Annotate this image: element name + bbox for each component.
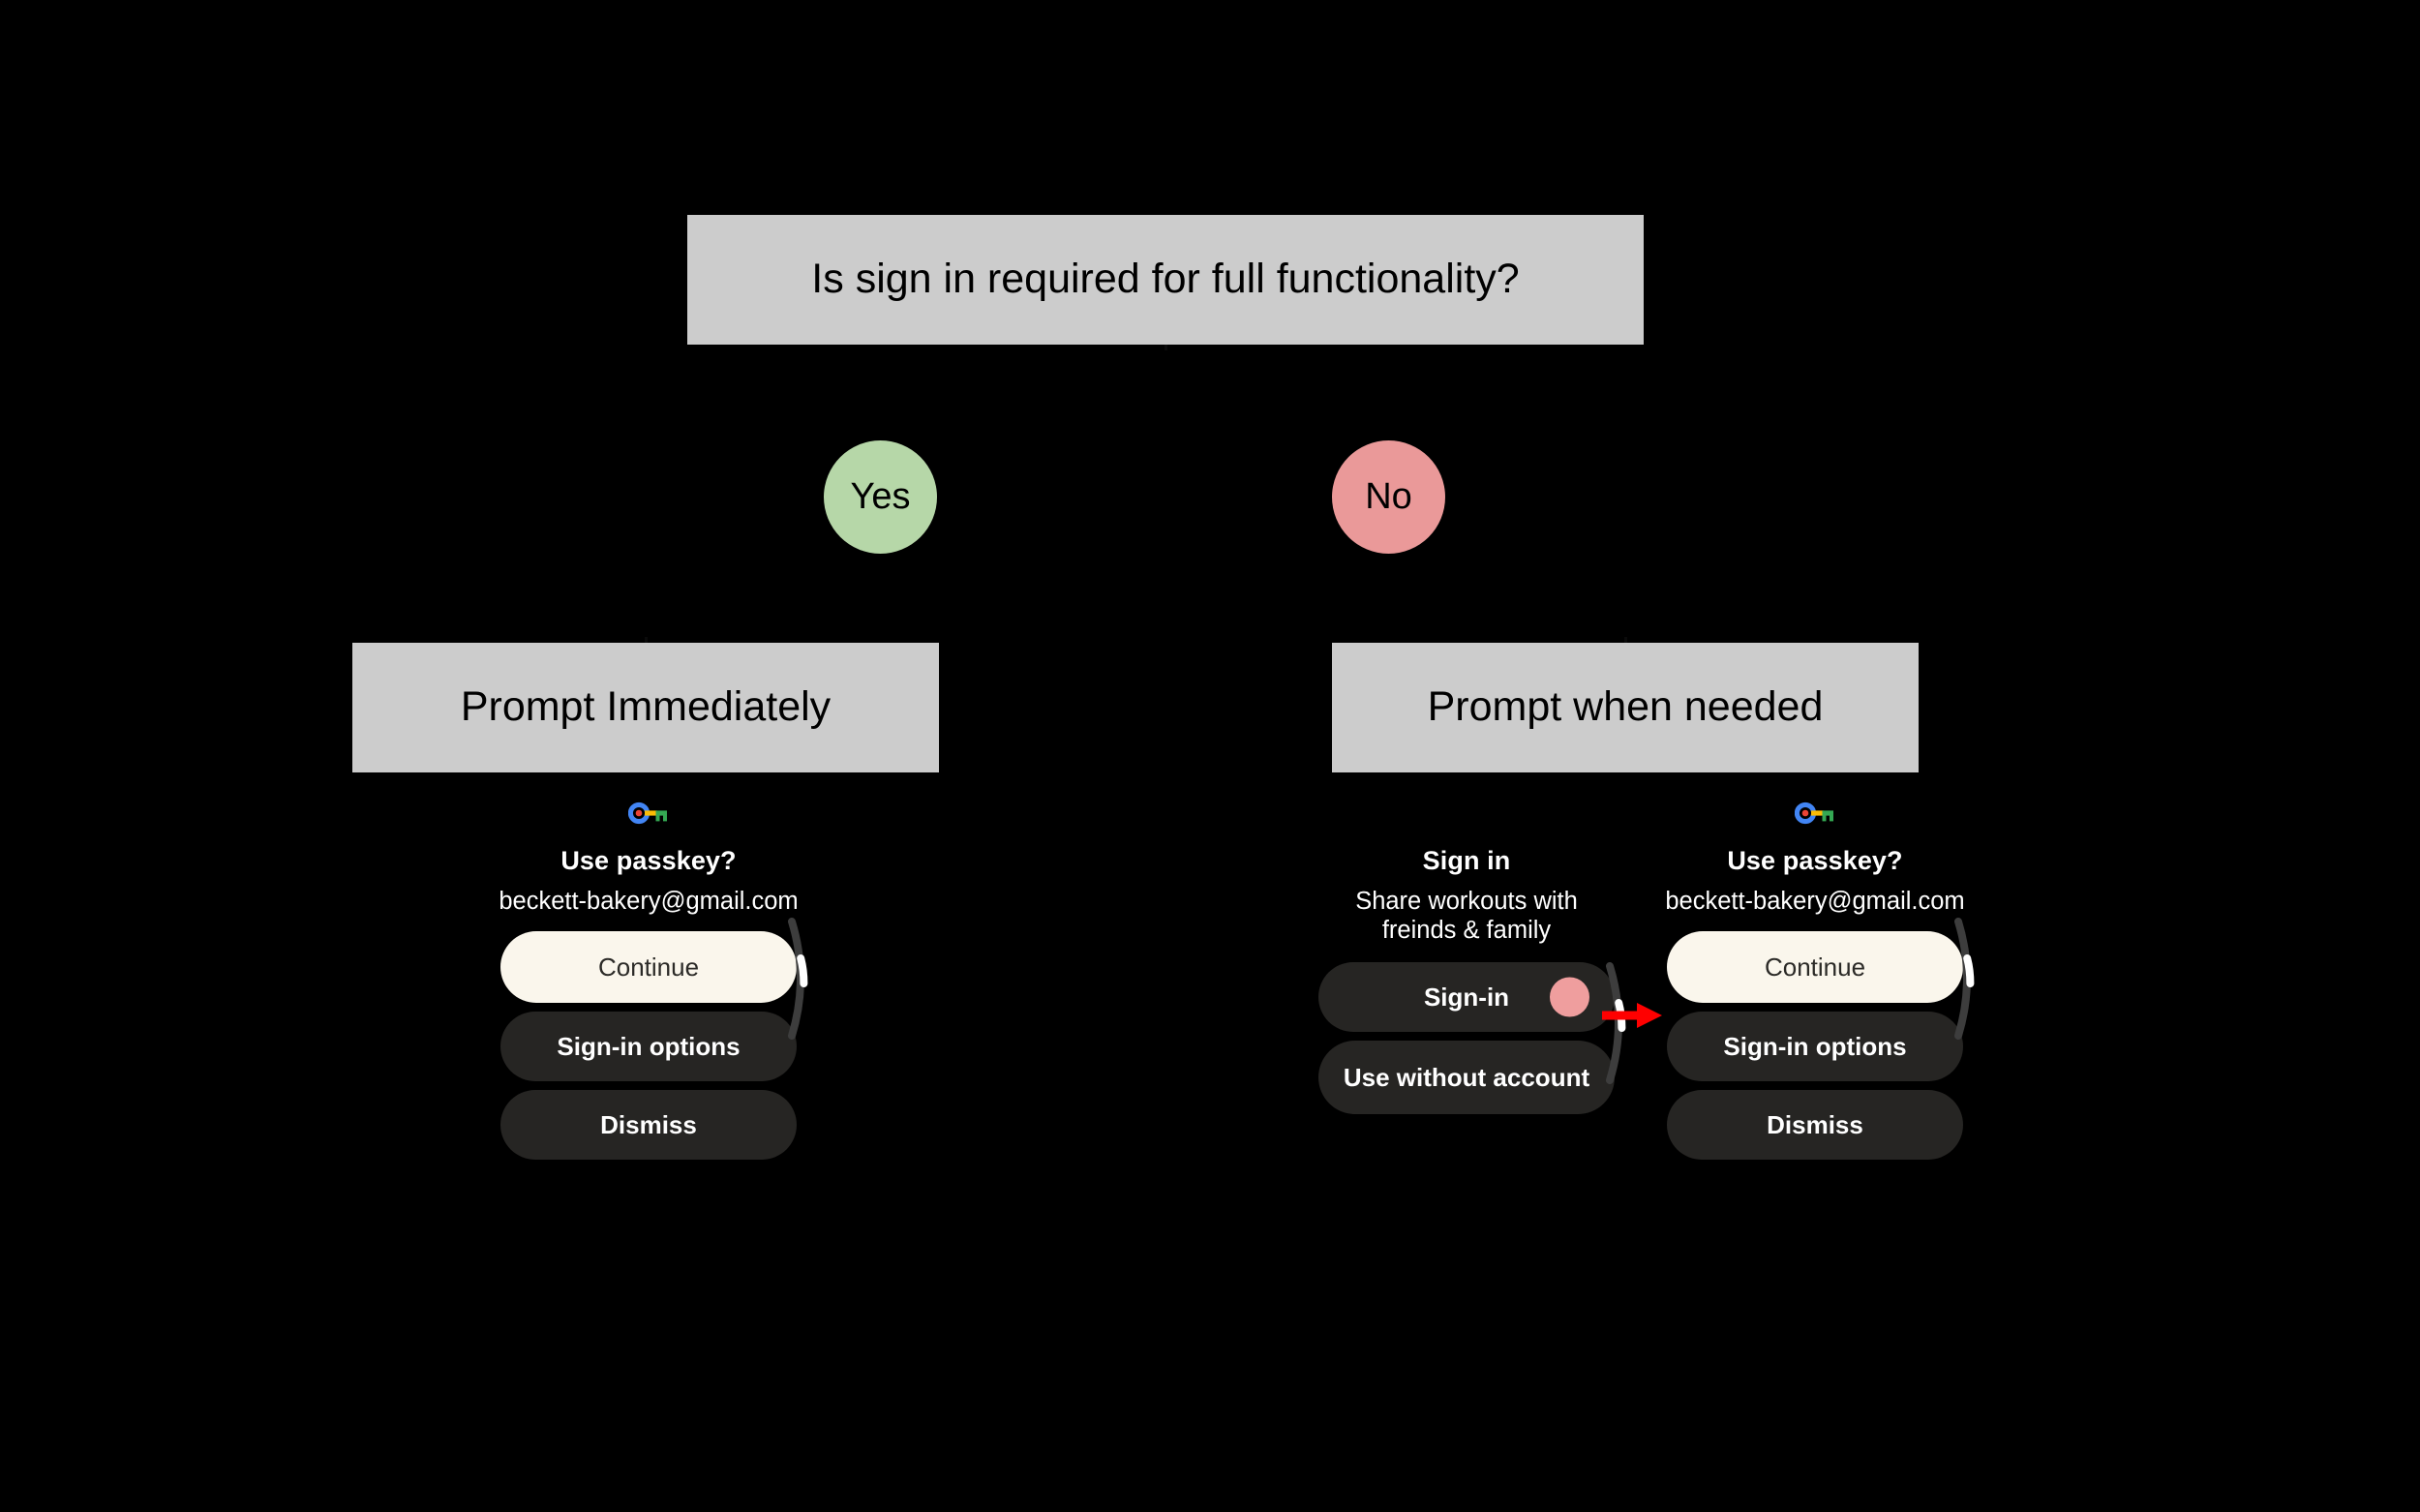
sign-in-options-button-label: Sign-in options (557, 1031, 741, 1061)
continue-button[interactable]: Continue (1667, 930, 1963, 1003)
watch-middle-subtitle: Share workouts with freinds & family (1355, 887, 1578, 944)
sign-in-options-button[interactable]: Sign-in options (1667, 1011, 1963, 1081)
connector-yes-to-left-box (645, 637, 648, 644)
dismiss-button[interactable]: Dismiss (500, 1089, 797, 1160)
dismiss-button[interactable]: Dismiss (1667, 1089, 1963, 1160)
outcome-right-label: Prompt when needed (1427, 683, 1824, 731)
dismiss-button-label: Dismiss (600, 1109, 697, 1139)
sign-in-button[interactable]: Sign-in (1318, 962, 1615, 1033)
dismiss-button-label: Dismiss (1767, 1109, 1863, 1139)
watch-mockup-middle-signin: Sign in Share workouts with freinds & fa… (1302, 801, 1631, 1124)
use-without-account-button-label: Use without account (1343, 1062, 1590, 1092)
google-passkey-icon (1795, 801, 1833, 825)
sign-in-avatar-dot (1550, 977, 1589, 1017)
connector-no-to-right-box (1624, 637, 1627, 644)
sign-in-options-button[interactable]: Sign-in options (500, 1011, 797, 1081)
flow-pointer-arrow-icon (1602, 1003, 1662, 1028)
branch-yes-label: Yes (850, 476, 911, 517)
sign-in-button-label: Sign-in (1423, 982, 1510, 1012)
branch-no-label: No (1365, 476, 1412, 517)
connector-decision-to-yes (1165, 345, 1167, 350)
decision-question-label: Is sign in required for full functionali… (811, 256, 1520, 303)
continue-button[interactable]: Continue (500, 930, 797, 1003)
outcome-left-label: Prompt Immediately (460, 683, 832, 731)
sign-in-options-button-label: Sign-in options (1723, 1031, 1907, 1061)
watch-left-title: Use passkey? (560, 846, 737, 875)
watch-mockup-right-passkey: Use passkey? beckett-bakery@gmail.com Co… (1650, 801, 1980, 1168)
branch-label-yes: Yes (824, 440, 937, 554)
branch-label-no: No (1332, 440, 1445, 554)
watch-mockup-left-passkey: Use passkey? beckett-bakery@gmail.com Co… (484, 801, 813, 1168)
watch-middle-title: Sign in (1422, 846, 1511, 875)
outcome-box-prompt-immediately: Prompt Immediately (352, 643, 939, 772)
continue-button-label: Continue (1764, 952, 1866, 982)
watch-left-account-email: beckett-bakery@gmail.com (499, 887, 799, 915)
watch-right-title: Use passkey? (1727, 846, 1903, 875)
use-without-account-button[interactable]: Use without account (1318, 1041, 1615, 1115)
continue-button-label: Continue (597, 952, 700, 982)
decision-box: Is sign in required for full functionali… (687, 215, 1644, 345)
watch-right-account-email: beckett-bakery@gmail.com (1665, 887, 1965, 915)
google-passkey-icon (628, 801, 667, 825)
outcome-box-prompt-when-needed: Prompt when needed (1332, 643, 1919, 772)
